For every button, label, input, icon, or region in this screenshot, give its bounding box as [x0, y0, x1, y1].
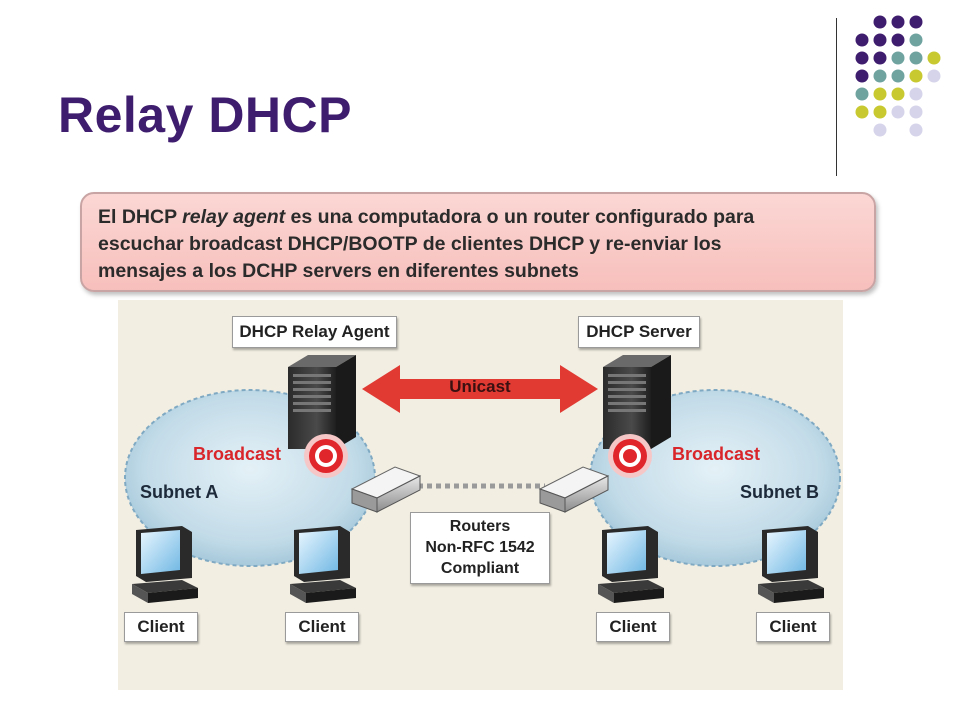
unicast-label: Unicast	[449, 377, 511, 396]
client-label: Client	[124, 612, 198, 642]
decorative-dot	[909, 123, 923, 137]
decorative-dot	[909, 15, 923, 29]
decorative-dot	[873, 69, 887, 83]
client-computer-icon	[598, 526, 664, 603]
decorative-dot	[873, 123, 887, 137]
title-divider	[836, 18, 837, 176]
decorative-dot	[891, 69, 905, 83]
routers-note-line-1: Routers	[449, 518, 511, 535]
router-icon-right	[538, 466, 610, 513]
decorative-dot	[855, 51, 869, 65]
decorative-dot	[909, 51, 923, 65]
client-label: Client	[596, 612, 670, 642]
decorative-dot	[891, 33, 905, 47]
decorative-dot	[891, 51, 905, 65]
broadcast-label-right: Broadcast	[672, 444, 761, 464]
decorative-dot	[927, 69, 941, 83]
decorative-dot	[855, 105, 869, 119]
broadcast-target-icon-left	[304, 434, 348, 478]
decorative-dot	[873, 87, 887, 101]
routers-note: Routers Non-RFC 1542 Compliant	[410, 512, 550, 584]
relay-agent-server-icon	[288, 355, 356, 449]
subnet-a-label: Subnet A	[140, 482, 219, 502]
decorative-dot	[909, 87, 923, 101]
broadcast-label-left: Broadcast	[193, 444, 282, 464]
description-callout: El DHCP relay agent es una computadora o…	[80, 192, 876, 292]
subnet-b-label: Subnet B	[740, 482, 819, 502]
client-computer-icon	[290, 526, 356, 603]
client-label: Client	[285, 612, 359, 642]
callout-line-3: mensajes a los DCHP servers en diferente…	[98, 260, 579, 282]
callout-line-1-start: El DHCP	[98, 206, 183, 228]
relay-agent-label: DHCP Relay Agent	[232, 316, 397, 348]
decorative-dot	[873, 33, 887, 47]
client-label: Client	[756, 612, 830, 642]
broadcast-target-icon-right	[608, 434, 652, 478]
callout-line-2: escuchar broadcast DHCP/BOOTP de cliente…	[98, 233, 722, 255]
callout-italic-term: relay agent	[182, 206, 286, 228]
dhcp-server-label: DHCP Server	[578, 316, 700, 348]
decorative-dot	[891, 87, 905, 101]
router-icon-left	[350, 466, 422, 513]
decorative-dot	[855, 69, 869, 83]
client-computer-icon	[132, 526, 198, 603]
decorative-dot	[909, 33, 923, 47]
routers-note-line-3: Compliant	[440, 560, 520, 577]
decorative-dot	[873, 51, 887, 65]
callout-line-1-end: es una computadora o un router configura…	[285, 206, 755, 228]
dhcp-server-icon	[603, 355, 671, 449]
callout-line-1: El DHCP relay agent es una computadora o…	[98, 204, 858, 231]
decorative-dot-grid	[855, 15, 941, 137]
decorative-dot	[891, 15, 905, 29]
decorative-dot	[909, 69, 923, 83]
decorative-dot	[927, 51, 941, 65]
decorative-dot	[873, 105, 887, 119]
slide-title: Relay DHCP	[58, 87, 352, 143]
decorative-dot	[855, 33, 869, 47]
decorative-dot	[909, 105, 923, 119]
decorative-dot	[855, 87, 869, 101]
decorative-dot	[873, 15, 887, 29]
client-computer-icon	[758, 526, 824, 603]
decorative-dot	[891, 105, 905, 119]
routers-note-line-2: Non-RFC 1542	[425, 539, 535, 556]
unicast-arrow	[362, 365, 598, 413]
